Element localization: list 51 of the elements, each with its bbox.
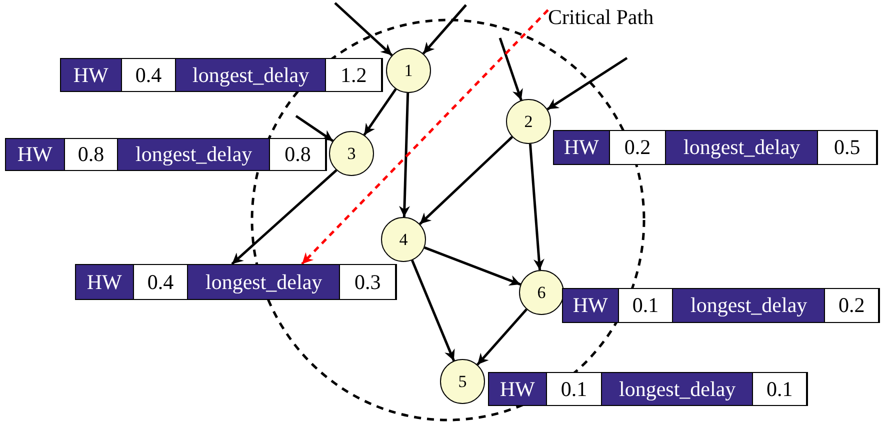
delay-value: 0.1 — [752, 373, 808, 405]
hw-value: 0.1 — [546, 373, 602, 405]
hw-value: 0.4 — [132, 265, 188, 299]
task-node: 4 — [381, 217, 426, 262]
hw-label: HW — [563, 289, 618, 322]
hw-value: 0.8 — [64, 139, 118, 170]
attribute-table — [562, 288, 880, 323]
delay-label: longest_delay — [176, 59, 326, 91]
arrow — [231, 169, 338, 265]
delay-label: longest_delay — [673, 289, 824, 322]
hw-label: HW — [76, 265, 133, 299]
delay-label: longest_delay — [188, 265, 340, 299]
arrow — [422, 4, 467, 54]
hw-value: 0.1 — [618, 289, 674, 322]
arrow — [399, 92, 410, 218]
hw-value: 0.4 — [120, 59, 176, 91]
delay-value: 0.2 — [824, 289, 879, 322]
delay-label: longest_delay — [666, 131, 818, 164]
task-node: 3 — [329, 131, 374, 176]
hw-label: HW — [6, 139, 64, 170]
arrow — [410, 260, 456, 362]
delay-label: longest_delay — [118, 139, 270, 170]
attribute-table — [60, 58, 383, 92]
arrow — [476, 308, 528, 366]
arrow — [363, 88, 397, 136]
hw-label: HW — [489, 373, 546, 405]
attribute-table — [553, 130, 878, 165]
arrow — [301, 9, 549, 265]
task-node: 5 — [440, 359, 485, 404]
attribute-table — [488, 372, 808, 406]
task-node: 6 — [519, 270, 564, 315]
attribute-table — [75, 264, 397, 300]
hw-value: 0.2 — [608, 131, 666, 164]
task-node: 2 — [506, 99, 551, 144]
delay-value: 0.5 — [817, 131, 877, 164]
task-node: 1 — [386, 48, 431, 93]
arrow — [295, 114, 334, 142]
delay-label: longest_delay — [602, 373, 752, 405]
arrow — [424, 246, 521, 286]
delay-value: 0.3 — [339, 265, 396, 299]
hw-label: HW — [554, 131, 609, 164]
hw-label: HW — [61, 59, 121, 91]
delay-value: 1.2 — [325, 59, 382, 91]
arrow — [546, 56, 628, 110]
path-label: Critical Path — [548, 2, 713, 32]
delay-value: 0.8 — [269, 139, 326, 170]
attribute-table — [5, 138, 327, 171]
arrow — [334, 2, 393, 56]
arrow — [419, 136, 513, 225]
arrow — [498, 38, 523, 101]
arrow — [528, 144, 544, 270]
